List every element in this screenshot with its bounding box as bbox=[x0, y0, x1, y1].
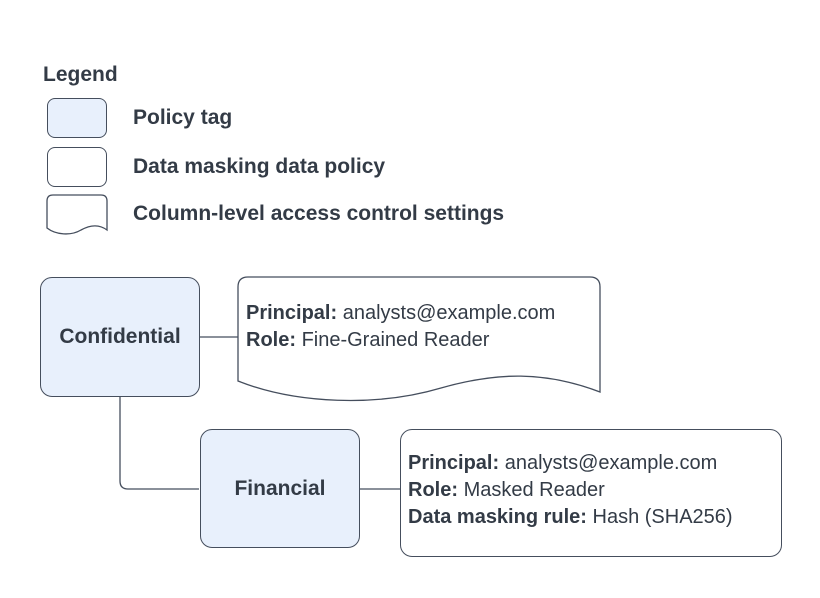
data-masking-policy-swatch bbox=[47, 147, 107, 187]
access-note-role-line: Role: Fine-Grained Reader bbox=[246, 327, 555, 354]
legend-label-data-masking-policy: Data masking data policy bbox=[133, 155, 386, 178]
access-control-note-shape bbox=[237, 276, 601, 402]
policy-tag-financial: Financial bbox=[200, 429, 360, 548]
role-value: Masked Reader bbox=[463, 479, 605, 501]
policy-tag-confidential: Confidential bbox=[40, 277, 200, 397]
role-value: Fine-Grained Reader bbox=[301, 329, 490, 351]
principal-value: analysts@example.com bbox=[342, 302, 556, 324]
legend-title: Legend bbox=[43, 63, 118, 86]
role-label: Role: bbox=[408, 479, 458, 501]
connector-confidential-to-financial bbox=[119, 397, 199, 490]
masking-policy-note-text: Principal: analysts@example.com Role: Ma… bbox=[408, 450, 733, 531]
principal-label: Principal: bbox=[246, 302, 338, 324]
policy-tag-confidential-label: Confidential bbox=[59, 325, 181, 348]
legend-label-policy-tag: Policy tag bbox=[133, 106, 233, 129]
access-note-principal-line: Principal: analysts@example.com bbox=[246, 300, 555, 327]
masking-note-role-line: Role: Masked Reader bbox=[408, 477, 733, 504]
masking-policy-note-shape bbox=[400, 429, 782, 557]
principal-value: analysts@example.com bbox=[504, 452, 718, 474]
rule-value: Hash (SHA256) bbox=[592, 506, 733, 528]
masking-note-principal-line: Principal: analysts@example.com bbox=[408, 450, 733, 477]
role-label: Role: bbox=[246, 329, 296, 351]
access-control-note-text: Principal: analysts@example.com Role: Fi… bbox=[246, 300, 555, 354]
column-access-settings-swatch-icon bbox=[46, 194, 108, 235]
rule-label: Data masking rule: bbox=[408, 506, 587, 528]
legend-label-column-access-settings: Column-level access control settings bbox=[133, 202, 505, 225]
policy-tag-swatch bbox=[47, 98, 107, 138]
masking-note-rule-line: Data masking rule: Hash (SHA256) bbox=[408, 504, 733, 531]
policy-tag-financial-label: Financial bbox=[234, 476, 326, 500]
principal-label: Principal: bbox=[408, 452, 500, 474]
